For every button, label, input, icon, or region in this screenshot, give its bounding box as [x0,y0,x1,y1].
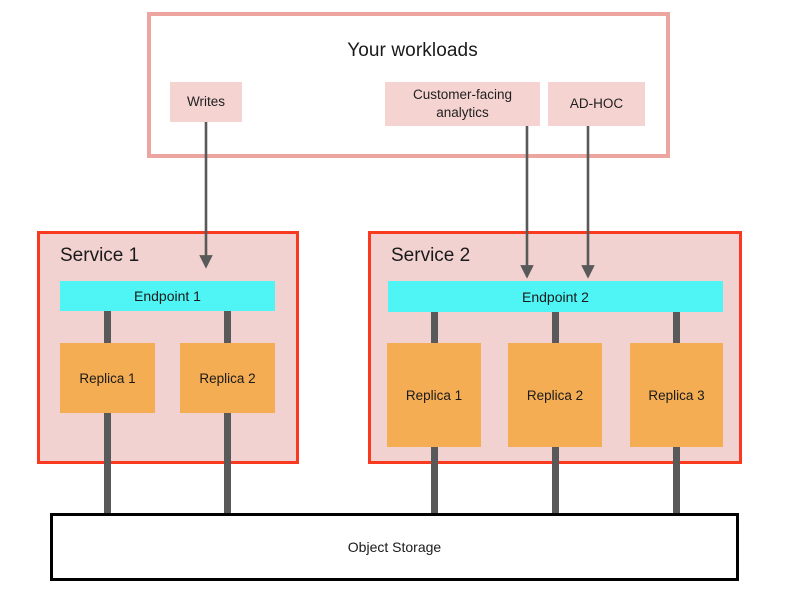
pipe-endpoint1-to-s1r1 [104,311,111,343]
pipe-endpoint1-to-s1r2 [224,311,231,343]
service-1-replica-1[interactable]: Replica 1 [60,343,155,413]
pipe-s1r2-to-storage [224,413,231,516]
workload-chip-customer-facing-analytics[interactable]: Customer-facing analytics [385,82,540,126]
endpoint-1[interactable]: Endpoint 1 [60,281,275,311]
pipe-s2r1-to-storage [431,447,438,516]
workload-chip-ad-hoc[interactable]: AD-HOC [548,82,645,126]
pipe-endpoint2-to-s2r2 [552,312,559,343]
workloads-title: Your workloads [347,40,478,61]
service-1-replica-2[interactable]: Replica 2 [180,343,275,413]
service-2-replica-2[interactable]: Replica 2 [508,343,602,447]
pipe-s2r3-to-storage [673,447,680,516]
workload-chip-writes[interactable]: Writes [170,82,242,122]
service-2-replica-3[interactable]: Replica 3 [630,343,723,447]
service-label-2: Service 2 [391,245,471,266]
pipe-s2r2-to-storage [552,447,559,516]
pipe-endpoint2-to-s2r3 [673,312,680,343]
service-label-1: Service 1 [60,245,140,266]
object-storage-box[interactable]: Object Storage [50,513,739,581]
pipe-s1r1-to-storage [104,413,111,516]
service-2-replica-1[interactable]: Replica 1 [387,343,481,447]
endpoint-2[interactable]: Endpoint 2 [388,281,723,312]
pipe-endpoint2-to-s2r1 [431,312,438,343]
